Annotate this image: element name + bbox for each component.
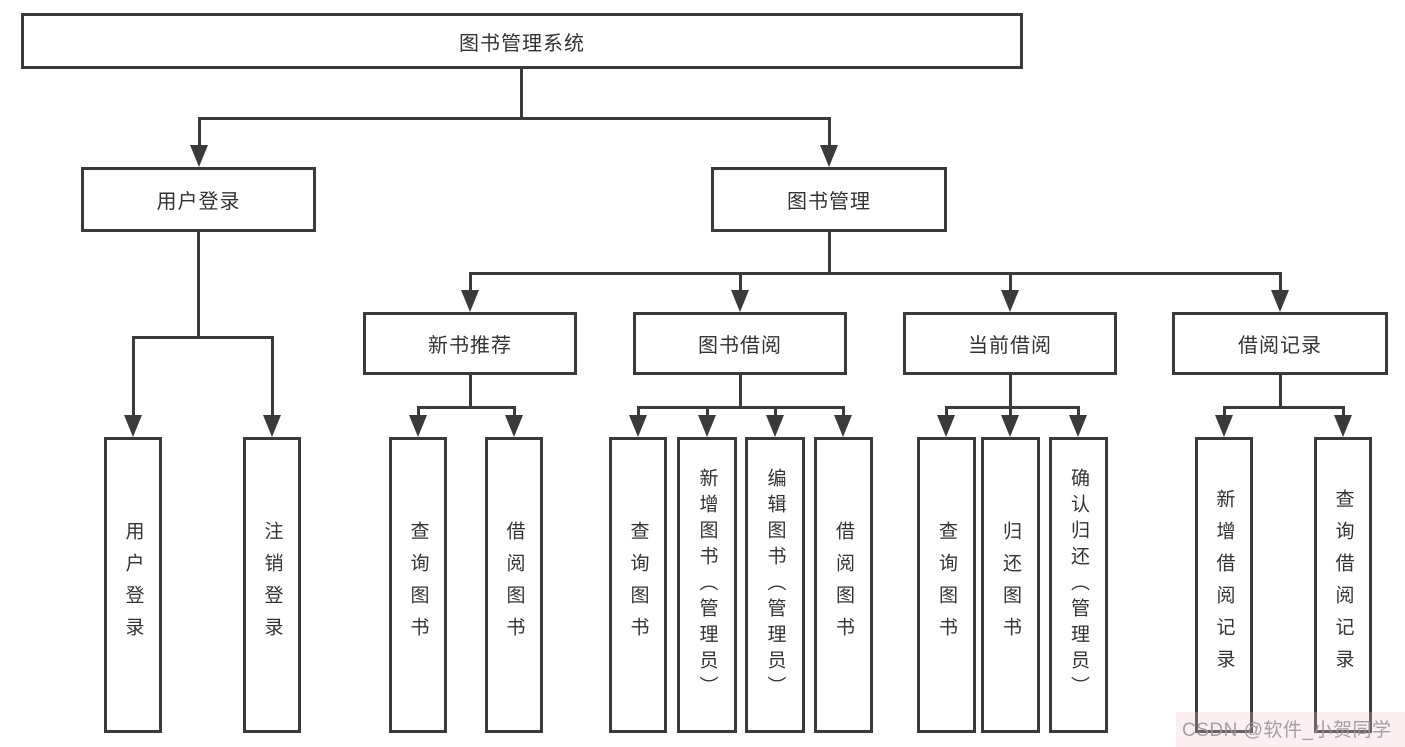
node-book-borrow: 图书借阅 bbox=[633, 312, 847, 375]
arrow-head-icon bbox=[190, 145, 208, 167]
arrow-head-icon bbox=[1001, 415, 1019, 437]
arrow-head-icon bbox=[1215, 415, 1233, 437]
csdn-watermark: CSDN @软件_小贺同学 bbox=[1182, 720, 1392, 741]
node-book-mgmt: 图书管理 bbox=[711, 167, 947, 232]
node-login: 用户登录 bbox=[104, 437, 162, 733]
connector-rail bbox=[945, 406, 1080, 409]
node-br-query: 查询借阅记录 bbox=[1314, 437, 1372, 733]
connector-rail bbox=[417, 406, 516, 409]
arrow-head-icon bbox=[698, 415, 716, 437]
arrow-head-icon bbox=[124, 415, 142, 437]
node-br-add: 新增借阅记录 bbox=[1195, 437, 1253, 733]
arrow-stem bbox=[828, 117, 831, 156]
node-bb-edit: 编辑图书（管理员） bbox=[745, 437, 805, 733]
node-bb-borrow: 借阅图书 bbox=[814, 437, 873, 733]
arrow-head-icon bbox=[1271, 290, 1289, 312]
arrow-stem bbox=[132, 336, 135, 426]
arrow-head-icon bbox=[766, 415, 784, 437]
connector-rail bbox=[1223, 406, 1345, 409]
connector-rail bbox=[132, 336, 274, 339]
arrow-stem bbox=[739, 272, 742, 301]
arrow-stem bbox=[271, 336, 274, 426]
connector-stem bbox=[739, 375, 742, 407]
arrow-head-icon bbox=[1069, 415, 1087, 437]
node-new-book: 新书推荐 bbox=[363, 312, 577, 375]
arrow-head-icon bbox=[937, 415, 955, 437]
node-logout: 注销登录 bbox=[243, 437, 301, 733]
arrow-stem bbox=[1009, 272, 1012, 301]
arrow-stem bbox=[1279, 272, 1282, 301]
arrow-head-icon bbox=[409, 415, 427, 437]
arrow-head-icon bbox=[820, 145, 838, 167]
arrow-head-icon bbox=[731, 290, 749, 312]
node-bb-query: 查询图书 bbox=[609, 437, 667, 733]
node-current-borrow: 当前借阅 bbox=[903, 312, 1117, 375]
connector-rail bbox=[198, 117, 831, 120]
node-cb-query: 查询图书 bbox=[917, 437, 976, 733]
node-borrow-record: 借阅记录 bbox=[1172, 312, 1388, 375]
arrow-stem bbox=[198, 117, 201, 156]
connector-rail bbox=[637, 406, 845, 409]
node-bb-add: 新增图书（管理员） bbox=[677, 437, 737, 733]
arrow-head-icon bbox=[629, 415, 647, 437]
node-nb-query: 查询图书 bbox=[389, 437, 447, 733]
connector-rail bbox=[469, 272, 1282, 275]
arrow-head-icon bbox=[834, 415, 852, 437]
connector-stem bbox=[197, 232, 200, 337]
arrow-head-icon bbox=[1334, 415, 1352, 437]
node-cb-return: 归还图书 bbox=[981, 437, 1040, 733]
connector-stem bbox=[520, 69, 523, 118]
node-nb-borrow: 借阅图书 bbox=[485, 437, 543, 733]
arrow-stem bbox=[469, 272, 472, 301]
watermark-tint bbox=[1176, 712, 1405, 747]
node-root: 图书管理系统 bbox=[21, 13, 1023, 69]
node-user-login: 用户登录 bbox=[81, 167, 316, 232]
connector-stem bbox=[469, 375, 472, 407]
connector-stem bbox=[1009, 375, 1012, 407]
arrow-head-icon bbox=[263, 415, 281, 437]
connector-stem bbox=[1279, 375, 1282, 407]
connector-stem bbox=[828, 232, 831, 273]
arrow-head-icon bbox=[461, 290, 479, 312]
node-cb-confirm: 确认归还（管理员） bbox=[1049, 437, 1108, 733]
arrow-head-icon bbox=[505, 415, 523, 437]
arrow-head-icon bbox=[1001, 290, 1019, 312]
